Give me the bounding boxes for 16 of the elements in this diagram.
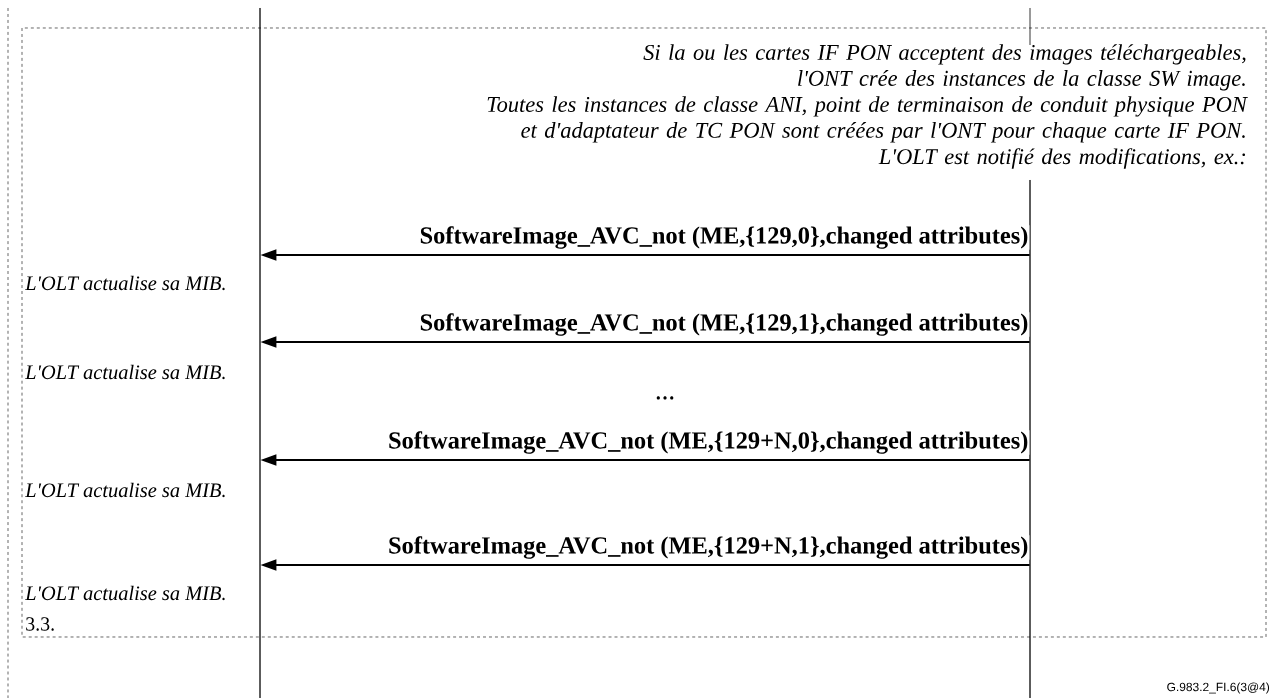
note-text: L'OLT actualise sa MIB. bbox=[24, 585, 225, 601]
lifeline bbox=[1029, 179, 1031, 698]
note-text: L'OLT est notifié des modifications, ex.: bbox=[878, 148, 1246, 169]
note-text: L'OLT actualise sa MIB. bbox=[24, 364, 225, 380]
figure-code: G.983.2_FI.6(3@4) bbox=[1167, 682, 1270, 694]
step-number: 3.3. bbox=[26, 617, 54, 631]
note-text: L'OLT actualise sa MIB. bbox=[24, 482, 225, 498]
note-text: Si la ou les cartes IF PON acceptent des images téléchargeables, l'ONT crée des instances de la classe SW image. bbox=[643, 44, 1246, 91]
ellipsis: … bbox=[656, 396, 674, 400]
edge-label: SoftwareImage_AVC_not (ME,{129+N,0},changed attributes) bbox=[389, 431, 1028, 454]
edge-label: SoftwareImage_AVC_not (ME,{129+N,1},changed attributes) bbox=[389, 536, 1028, 559]
lifeline bbox=[259, 7, 261, 698]
edge-label: SoftwareImage_AVC_not (ME,{129,1},changed attributes) bbox=[420, 313, 1028, 336]
note-text: L'OLT actualise sa MIB. bbox=[24, 275, 225, 291]
note-text: Toutes les instances de classe ANI, point de terminaison de conduit physique PON et d'adaptateur de TC PON sont créées par l'ONT pour chaque carte IF PON. bbox=[487, 96, 1248, 143]
edge-label: SoftwareImage_AVC_not (ME,{129,0},changed attributes) bbox=[420, 226, 1028, 249]
